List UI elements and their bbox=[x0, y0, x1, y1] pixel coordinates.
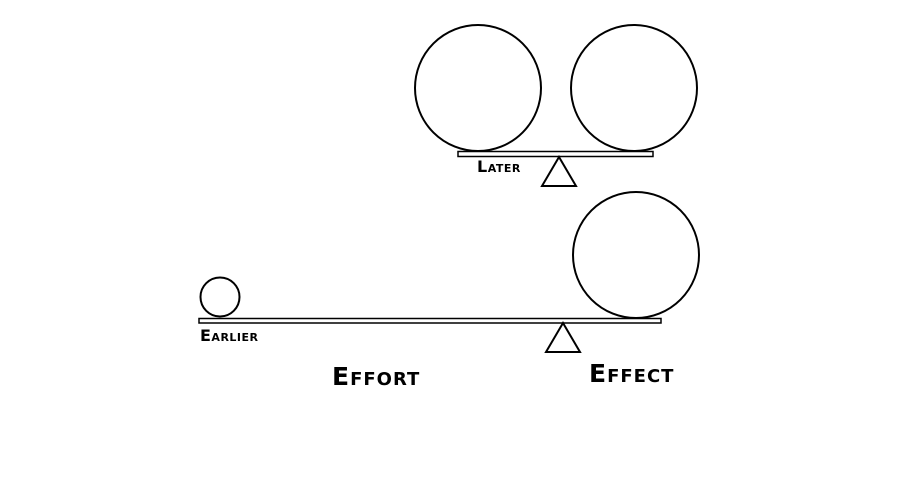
later-beam bbox=[457, 150, 654, 158]
later-label: Later bbox=[477, 157, 521, 176]
later-right-ball bbox=[570, 24, 698, 152]
later-left-ball bbox=[414, 24, 542, 152]
earlier-beam bbox=[198, 317, 662, 324]
effort-label: Effort bbox=[332, 362, 420, 391]
effect-label: Effect bbox=[589, 359, 674, 388]
earlier-fulcrum bbox=[544, 321, 582, 353]
later-fulcrum bbox=[540, 155, 578, 187]
earlier-seesaw: Earlier bbox=[198, 191, 700, 353]
effect-ball bbox=[572, 191, 700, 319]
earlier-label: Earlier bbox=[200, 326, 259, 345]
later-seesaw: Later bbox=[414, 24, 698, 187]
effort-ball bbox=[199, 276, 241, 318]
